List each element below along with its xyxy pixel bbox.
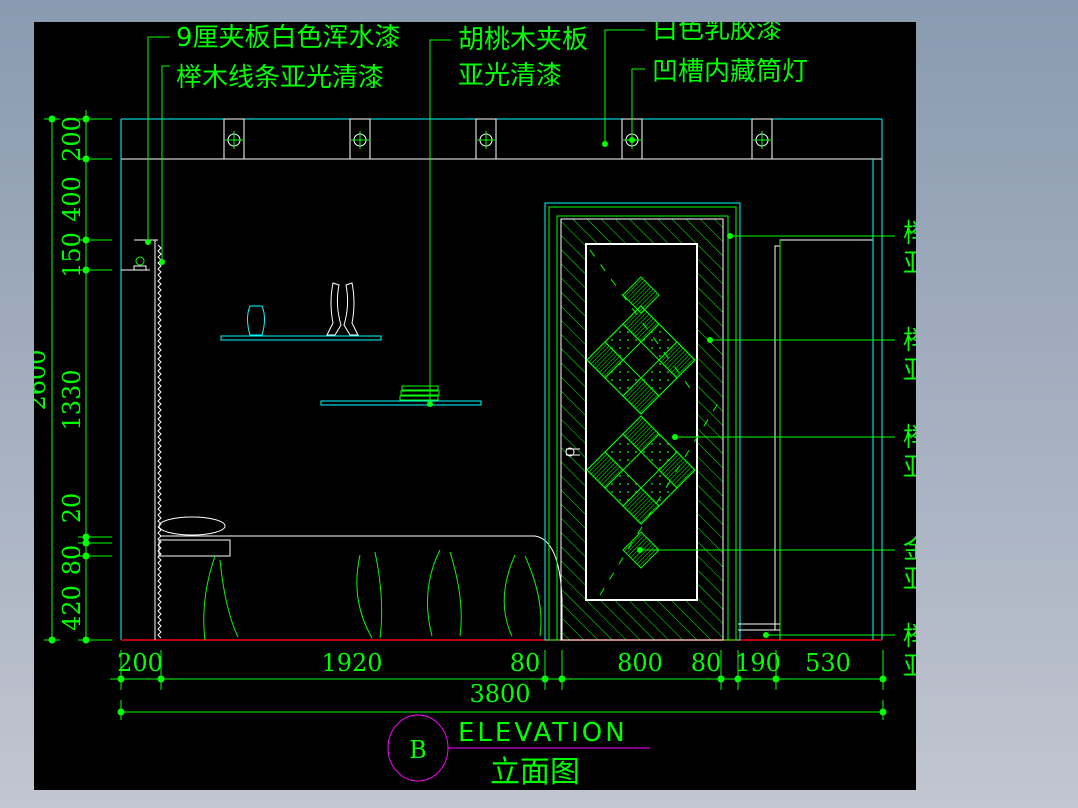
dim-tick-dot <box>734 675 742 683</box>
dim-tick-dot <box>48 636 56 644</box>
recessed-light <box>349 118 371 160</box>
label-right-5-line2: 亚光清漆 <box>903 652 916 682</box>
dim-tick-dot <box>879 708 887 716</box>
dim-tick-dot <box>717 675 725 683</box>
label-right-4-line1: 金影木夹板 <box>903 535 916 565</box>
dim-vertical-segment: 1330 <box>58 369 86 430</box>
inlay-diamond <box>640 469 678 507</box>
inlay-diamond <box>640 359 678 397</box>
label-beech-strip: 榉木线条亚光清漆 <box>176 63 384 93</box>
elevation-drawing: 9厘夹板白色浑水漆 榉木线条亚光清漆 胡桃木夹板 亚光清漆 白色乳胶漆 凹槽内藏… <box>34 22 916 790</box>
dim-total-width: 3800 <box>469 680 530 708</box>
door <box>544 202 741 641</box>
light-crosshair <box>225 131 243 149</box>
dim-horizontal-segment: 200 <box>117 649 163 677</box>
dim-horizontal-segment: 190 <box>735 649 781 677</box>
label-downlight: 凹槽内藏筒灯 <box>652 57 808 87</box>
dim-tick-dot <box>157 675 165 683</box>
horizontal-dimensions <box>110 650 887 720</box>
dim-horizontal-segment: 80 <box>510 649 541 677</box>
label-walnut-plywood-2: 亚光清漆 <box>458 61 562 91</box>
recessed-light <box>223 118 245 160</box>
drawing-title: B ELEVATION 立面图 <box>387 714 650 790</box>
leader-lines <box>147 29 895 636</box>
dim-tick-dot <box>117 675 125 683</box>
light-crosshair <box>351 131 369 149</box>
dim-tick-dot <box>82 552 90 560</box>
dim-tick-dot <box>82 636 90 644</box>
dim-horizontal-segment: 800 <box>617 649 663 677</box>
dim-tick-dot <box>48 115 56 123</box>
label-right-3-line2: 亚光清漆 <box>903 453 916 483</box>
label-latex-paint: 白色乳胶漆 <box>652 22 782 45</box>
light-crosshair <box>477 131 495 149</box>
dim-tick-dot <box>117 708 125 716</box>
dim-tick-dot <box>558 675 566 683</box>
dim-tick-dot <box>772 675 780 683</box>
dim-horizontal-segment: 80 <box>691 649 722 677</box>
dim-vertical-segment: 80 <box>58 545 86 576</box>
dim-vertical-segment: 420 <box>58 585 86 631</box>
title-chinese: 立面图 <box>490 755 580 790</box>
recessed-light <box>751 118 773 160</box>
vertical-dimensions <box>44 110 112 644</box>
dim-vertical-segment: 150 <box>58 232 86 278</box>
light-crosshair <box>753 131 771 149</box>
leader-dots <box>145 137 769 638</box>
label-right-5-line1: 榉木夹板 <box>903 622 916 652</box>
inlay-diamond <box>604 469 642 507</box>
dim-tick-dot <box>82 115 90 123</box>
label-right-2-line1: 榉木拼纹 <box>903 326 916 356</box>
dim-tick-dot <box>82 533 90 541</box>
dim-vertical-segment: 20 <box>58 493 86 524</box>
shelves <box>220 282 482 406</box>
dim-tick-dot <box>879 675 887 683</box>
dim-total-height: 2600 <box>34 349 51 410</box>
dim-vertical-segment: 400 <box>58 176 86 222</box>
wardrobe <box>738 159 874 640</box>
dim-tick-dot <box>541 675 549 683</box>
wall-panel <box>121 239 162 640</box>
dim-tick-dot <box>82 266 90 274</box>
dim-horizontal-segment: 530 <box>805 649 851 677</box>
cad-drawing-canvas: 9厘夹板白色浑水漆 榉木线条亚光清漆 胡桃木夹板 亚光清漆 白色乳胶漆 凹槽内藏… <box>34 22 916 790</box>
label-right-1-line2: 亚光清漆 <box>903 249 916 279</box>
bed <box>158 516 563 641</box>
dim-tick-dot <box>82 155 90 163</box>
dim-tick-dot <box>82 539 90 547</box>
dim-tick-dot <box>82 236 90 244</box>
dim-vertical-segment: 200 <box>58 116 86 162</box>
title-marker: B <box>409 736 427 764</box>
label-plywood-white-paint: 9厘夹板白色浑水漆 <box>176 23 401 53</box>
inlay-diamond <box>604 359 642 397</box>
label-right-2-line2: 亚光清漆 <box>903 356 916 386</box>
recessed-light <box>475 118 497 160</box>
ceiling-band <box>121 118 883 160</box>
label-walnut-plywood-1: 胡桃木夹板 <box>458 25 588 55</box>
label-right-1-line1: 榉木门套线 <box>903 219 916 249</box>
dim-horizontal-segment: 1920 <box>321 649 382 677</box>
label-right-4-line2: 亚光清漆 <box>903 565 916 595</box>
title-english: ELEVATION <box>458 718 628 748</box>
label-right-3-line1: 榉木夹板 <box>903 423 916 453</box>
